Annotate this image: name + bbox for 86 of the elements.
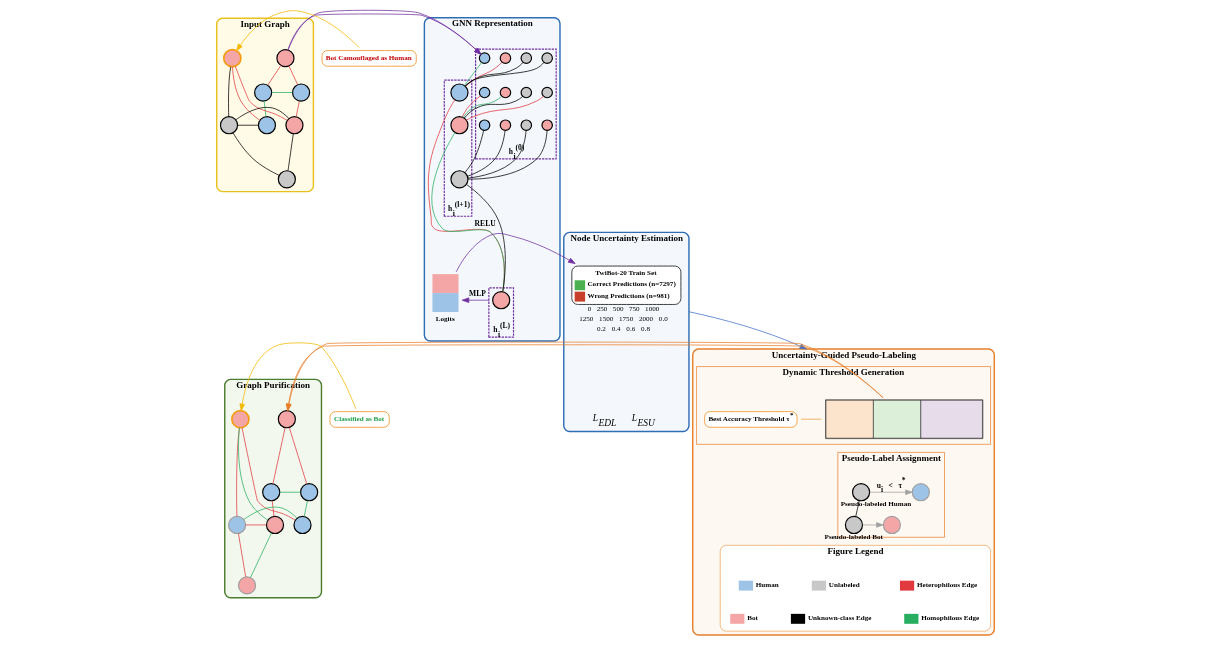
node-circle [540,119,553,132]
connector [249,532,272,578]
node-circle [292,515,312,535]
connector [237,533,246,578]
node-circle [253,83,272,102]
connector [295,100,300,118]
node-circle [499,52,511,64]
cluster: Input Graph [215,17,314,193]
connector [303,500,308,517]
connector [464,130,484,173]
arrow [235,10,360,52]
connector [288,65,298,85]
connector [466,130,505,177]
node-circle [449,83,469,102]
node-circle [219,116,238,135]
arrow [868,489,913,495]
arrow [455,233,575,273]
connector [467,130,526,179]
node-circle [491,291,510,310]
node-circle [520,52,532,64]
node-circle [449,116,469,135]
node-circle [478,52,490,64]
connector [237,427,268,521]
connector [464,61,502,87]
edge-label: RELU [474,218,496,228]
connector [288,427,307,485]
connector [236,124,259,126]
connector [241,427,296,521]
node-circle [478,119,490,132]
node-circle [227,515,246,535]
arrow [287,9,481,55]
connector [462,95,502,118]
node-circle [540,52,553,64]
node-circle [844,515,863,535]
connector [463,96,523,119]
connector [464,62,544,87]
connector [243,506,297,520]
node-circle [911,483,930,502]
node-circle [499,119,511,132]
connector [800,418,822,420]
node-circle [882,515,901,535]
connector [234,65,288,121]
node-circle [299,483,318,502]
node-circle [230,409,250,429]
node-circle [237,576,256,595]
node-circle [540,86,553,99]
arrow [861,522,884,528]
connector [465,96,544,121]
node-circle [261,483,280,502]
connector [263,100,266,117]
connector [463,62,482,86]
connector [278,491,301,493]
node-circle [520,86,532,99]
node-circle [257,116,276,135]
connector [231,66,260,121]
connector [272,427,285,485]
node-circle [851,483,870,502]
connector [234,107,289,121]
connector [461,95,481,118]
node-circle [275,49,295,68]
node-circle [478,86,490,99]
node-circle [520,119,532,132]
connector [235,427,240,517]
node-circle [449,170,469,189]
node-circle [277,410,296,429]
connector [467,130,547,180]
node-circle [499,86,511,99]
arrow [239,342,356,412]
connector [227,66,231,117]
connector [431,132,505,293]
arrow [461,297,489,303]
node-circle [291,83,310,102]
connector [854,500,860,517]
connector [287,133,294,172]
node-circle [277,170,296,189]
node-circle [265,515,284,535]
connector [270,92,293,93]
connector [232,132,280,176]
connector [244,524,267,526]
connector [464,61,524,87]
node-circle [284,116,304,135]
connector [271,500,274,517]
node-circle [222,48,242,68]
connector [465,184,506,292]
connector [266,65,281,86]
edge-label: MLP [468,288,486,298]
